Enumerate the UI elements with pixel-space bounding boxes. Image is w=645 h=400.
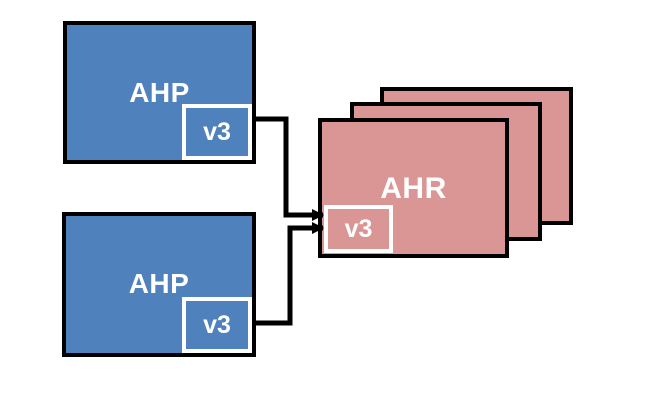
ahr-label: AHR	[380, 172, 447, 205]
connector-ahp-top-to-ahr	[253, 116, 324, 221]
ahr-port-v3: v3	[324, 205, 393, 253]
connector-ahp-bottom-to-ahr	[253, 222, 324, 326]
ahr-port-label: v3	[344, 214, 373, 243]
ahp-bottom-node: AHP v3	[62, 212, 256, 357]
ahp-top-label: AHP	[129, 77, 190, 108]
ahp-bottom-label: AHP	[128, 268, 190, 299]
ahr-node: AHR v3	[318, 118, 509, 258]
ahp-bottom-port-v3: v3	[182, 297, 252, 353]
ahp-bottom-port-label: v3	[203, 310, 231, 339]
ahp-top-port-label: v3	[203, 117, 231, 146]
ahp-top-port-v3: v3	[182, 104, 252, 160]
ahp-top-node: AHP v3	[63, 21, 256, 164]
